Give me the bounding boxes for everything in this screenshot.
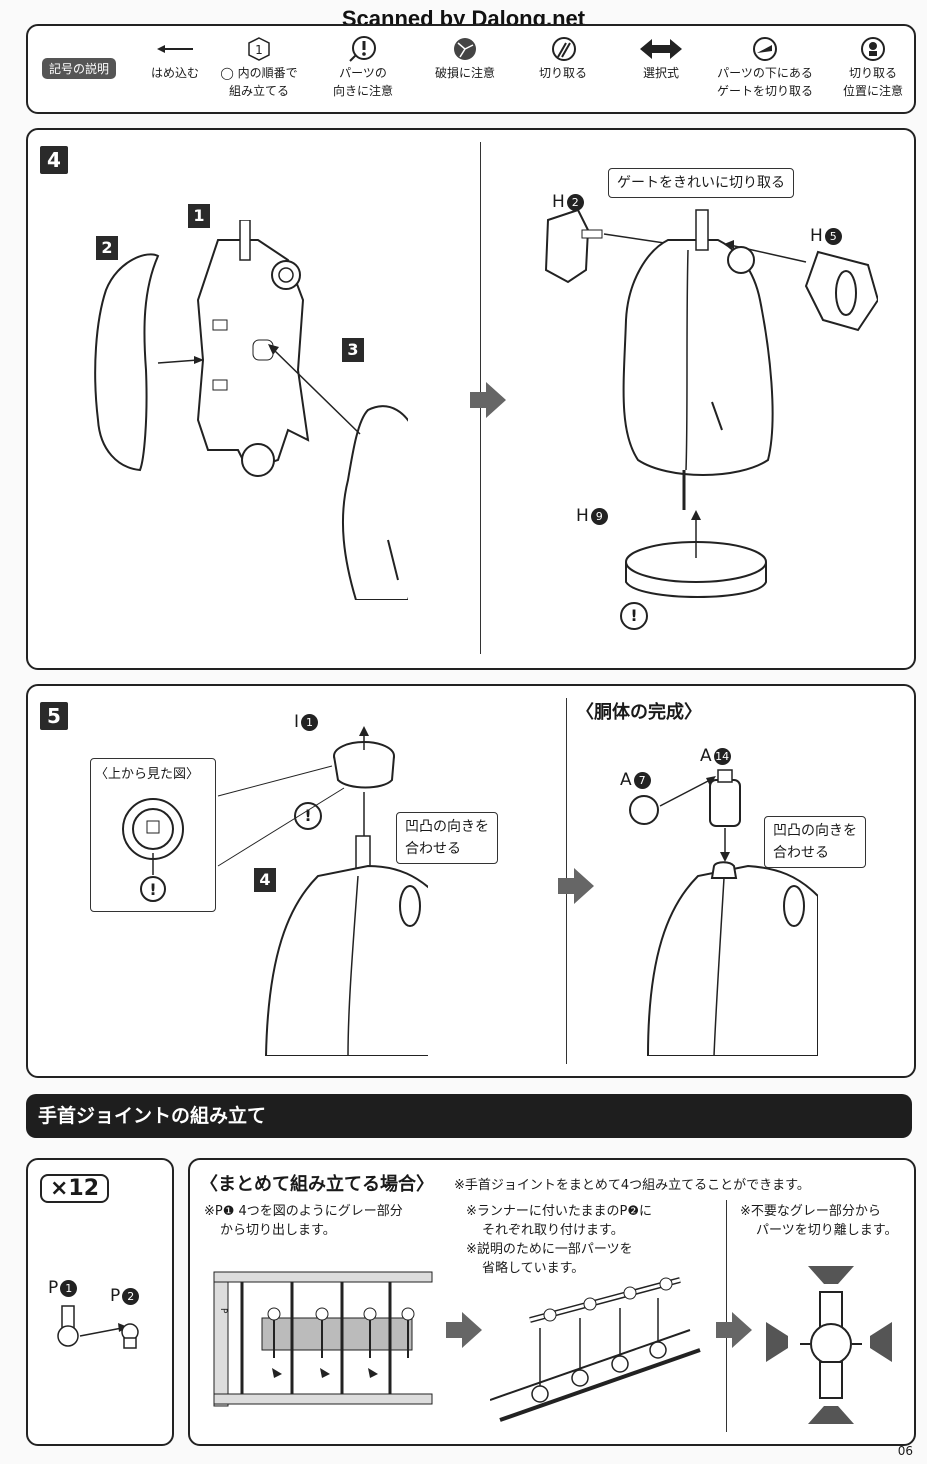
torso-complete-title: 〈胴体の完成〉: [576, 702, 702, 723]
wrist-group-panel: 〈まとめて組み立てる場合〉 ※手首ジョイントをまとめて4つ組み立てることができま…: [188, 1158, 916, 1446]
part-label-4: 4: [254, 868, 276, 892]
part-label-1: 1: [188, 204, 210, 228]
step-note-3: ※不要なグレー部分から パーツを切り離します。: [740, 1204, 898, 1238]
alignment-callout: 凹凸の向きを 合わせる: [396, 812, 498, 864]
double-arrow-icon: [606, 34, 716, 64]
gate-callout: ゲートをきれいに切り取る: [608, 168, 794, 198]
quantity-badge: ×12: [40, 1174, 110, 1203]
svg-text:1: 1: [255, 43, 263, 57]
legend-item-order: 1 ◯ 内の順番で 組み立てる: [204, 34, 314, 100]
nipper-icon: [508, 34, 618, 64]
page-number: 06: [897, 1444, 913, 1458]
top-view-box: 〈上から見た図〉 !: [90, 758, 216, 912]
runner-attach-illustration: [490, 1277, 701, 1422]
torso-frame-illustration: [94, 220, 408, 600]
legend-item-cut: 切り取る: [508, 34, 618, 82]
part-label-3: 3: [342, 338, 364, 362]
legend-title: 記号の説明: [42, 58, 117, 79]
legend-item-select: 選択式: [606, 34, 716, 82]
breakage-icon: [410, 34, 520, 64]
torso-assembled-illustration: [544, 208, 878, 598]
wrist-joint-illustration: [57, 1305, 139, 1349]
arrow-left-icon: [120, 34, 230, 64]
step-number: 5: [40, 702, 68, 730]
group-assembly-note: ※手首ジョイントをまとめて4つ組み立てることができます。: [454, 1178, 810, 1193]
legend-item-breakage: 破損に注意: [410, 34, 520, 82]
next-arrow-icon: [470, 382, 506, 418]
legend-item-cut-position: 切り取る 位置に注意: [818, 34, 927, 100]
runner-cut-illustration: P: [212, 1268, 434, 1408]
step-note-2: ※ランナーに付いたままのP❷に それぞれ取り付けます。 ※説明のために一部パーツ…: [466, 1204, 652, 1276]
gate-under-part-icon: [710, 34, 820, 64]
numbered-hexagon-icon: 1: [204, 34, 314, 64]
top-view-illustration: !: [122, 798, 184, 902]
svg-text:!: !: [149, 880, 156, 899]
panel-divider: [726, 1200, 727, 1432]
legend-item-direction: パーツの 向きに注意: [308, 34, 418, 100]
exclamation-circle-icon: [308, 34, 418, 64]
legend-item-gate-under: パーツの下にある ゲートを切り取る: [710, 34, 820, 100]
group-assembly-title: 〈まとめて組み立てる場合〉: [200, 1174, 434, 1195]
neck-assembly-illustration: [217, 726, 428, 1056]
step-note-1: ※P❶ 4つを図のようにグレー部分 から切り出します。: [204, 1204, 403, 1238]
step-number: 4: [40, 146, 68, 174]
part-label-2: 2: [96, 236, 118, 260]
top-view-label: 〈上から見た図〉: [95, 767, 200, 782]
symbol-legend: 記号の説明 はめ込む 1 ◯ 内の順番で 組み立てる パーツの 向きに注意 破損…: [26, 24, 916, 114]
orientation-warning-icon: !: [620, 602, 648, 630]
next-arrow-icon-2: [716, 1312, 752, 1348]
torso-complete-illustration: [629, 769, 818, 1056]
cut-position-icon: [818, 34, 927, 64]
section-title-bar: 手首ジョイントの組み立て: [26, 1094, 912, 1138]
separated-joint-illustration: [766, 1266, 892, 1424]
next-arrow-icon: [558, 868, 594, 904]
next-arrow-icon: [446, 1312, 482, 1348]
legend-item-fit: はめ込む: [120, 34, 230, 82]
svg-text:P: P: [218, 1308, 228, 1314]
alignment-callout-2: 凹凸の向きを 合わせる: [764, 816, 866, 868]
